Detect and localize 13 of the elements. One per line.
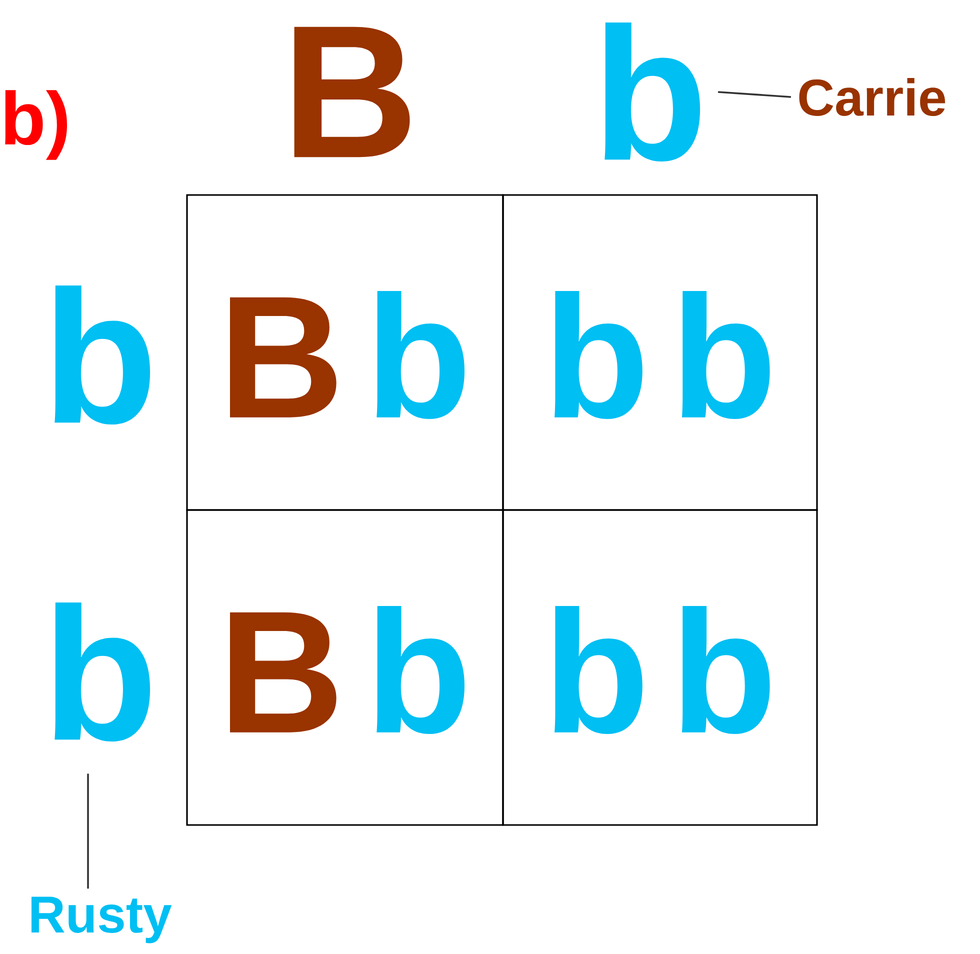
leader-line: [87, 774, 89, 889]
punnett-cell: B b: [186, 509, 504, 826]
allele-letter: b: [54, 602, 150, 742]
allele-letter: b: [604, 22, 700, 162]
punnett-cell: B b: [186, 194, 504, 511]
panel-label: b): [5, 90, 68, 160]
punnett-cell: b b: [502, 509, 818, 826]
allele-letter: B: [294, 26, 410, 158]
leader-line: [718, 91, 791, 98]
parent-name: Rusty: [32, 896, 172, 944]
parent-name: Carrie: [799, 78, 946, 116]
allele-letter: b: [54, 285, 150, 424]
punnett-cell: b b: [502, 194, 818, 511]
